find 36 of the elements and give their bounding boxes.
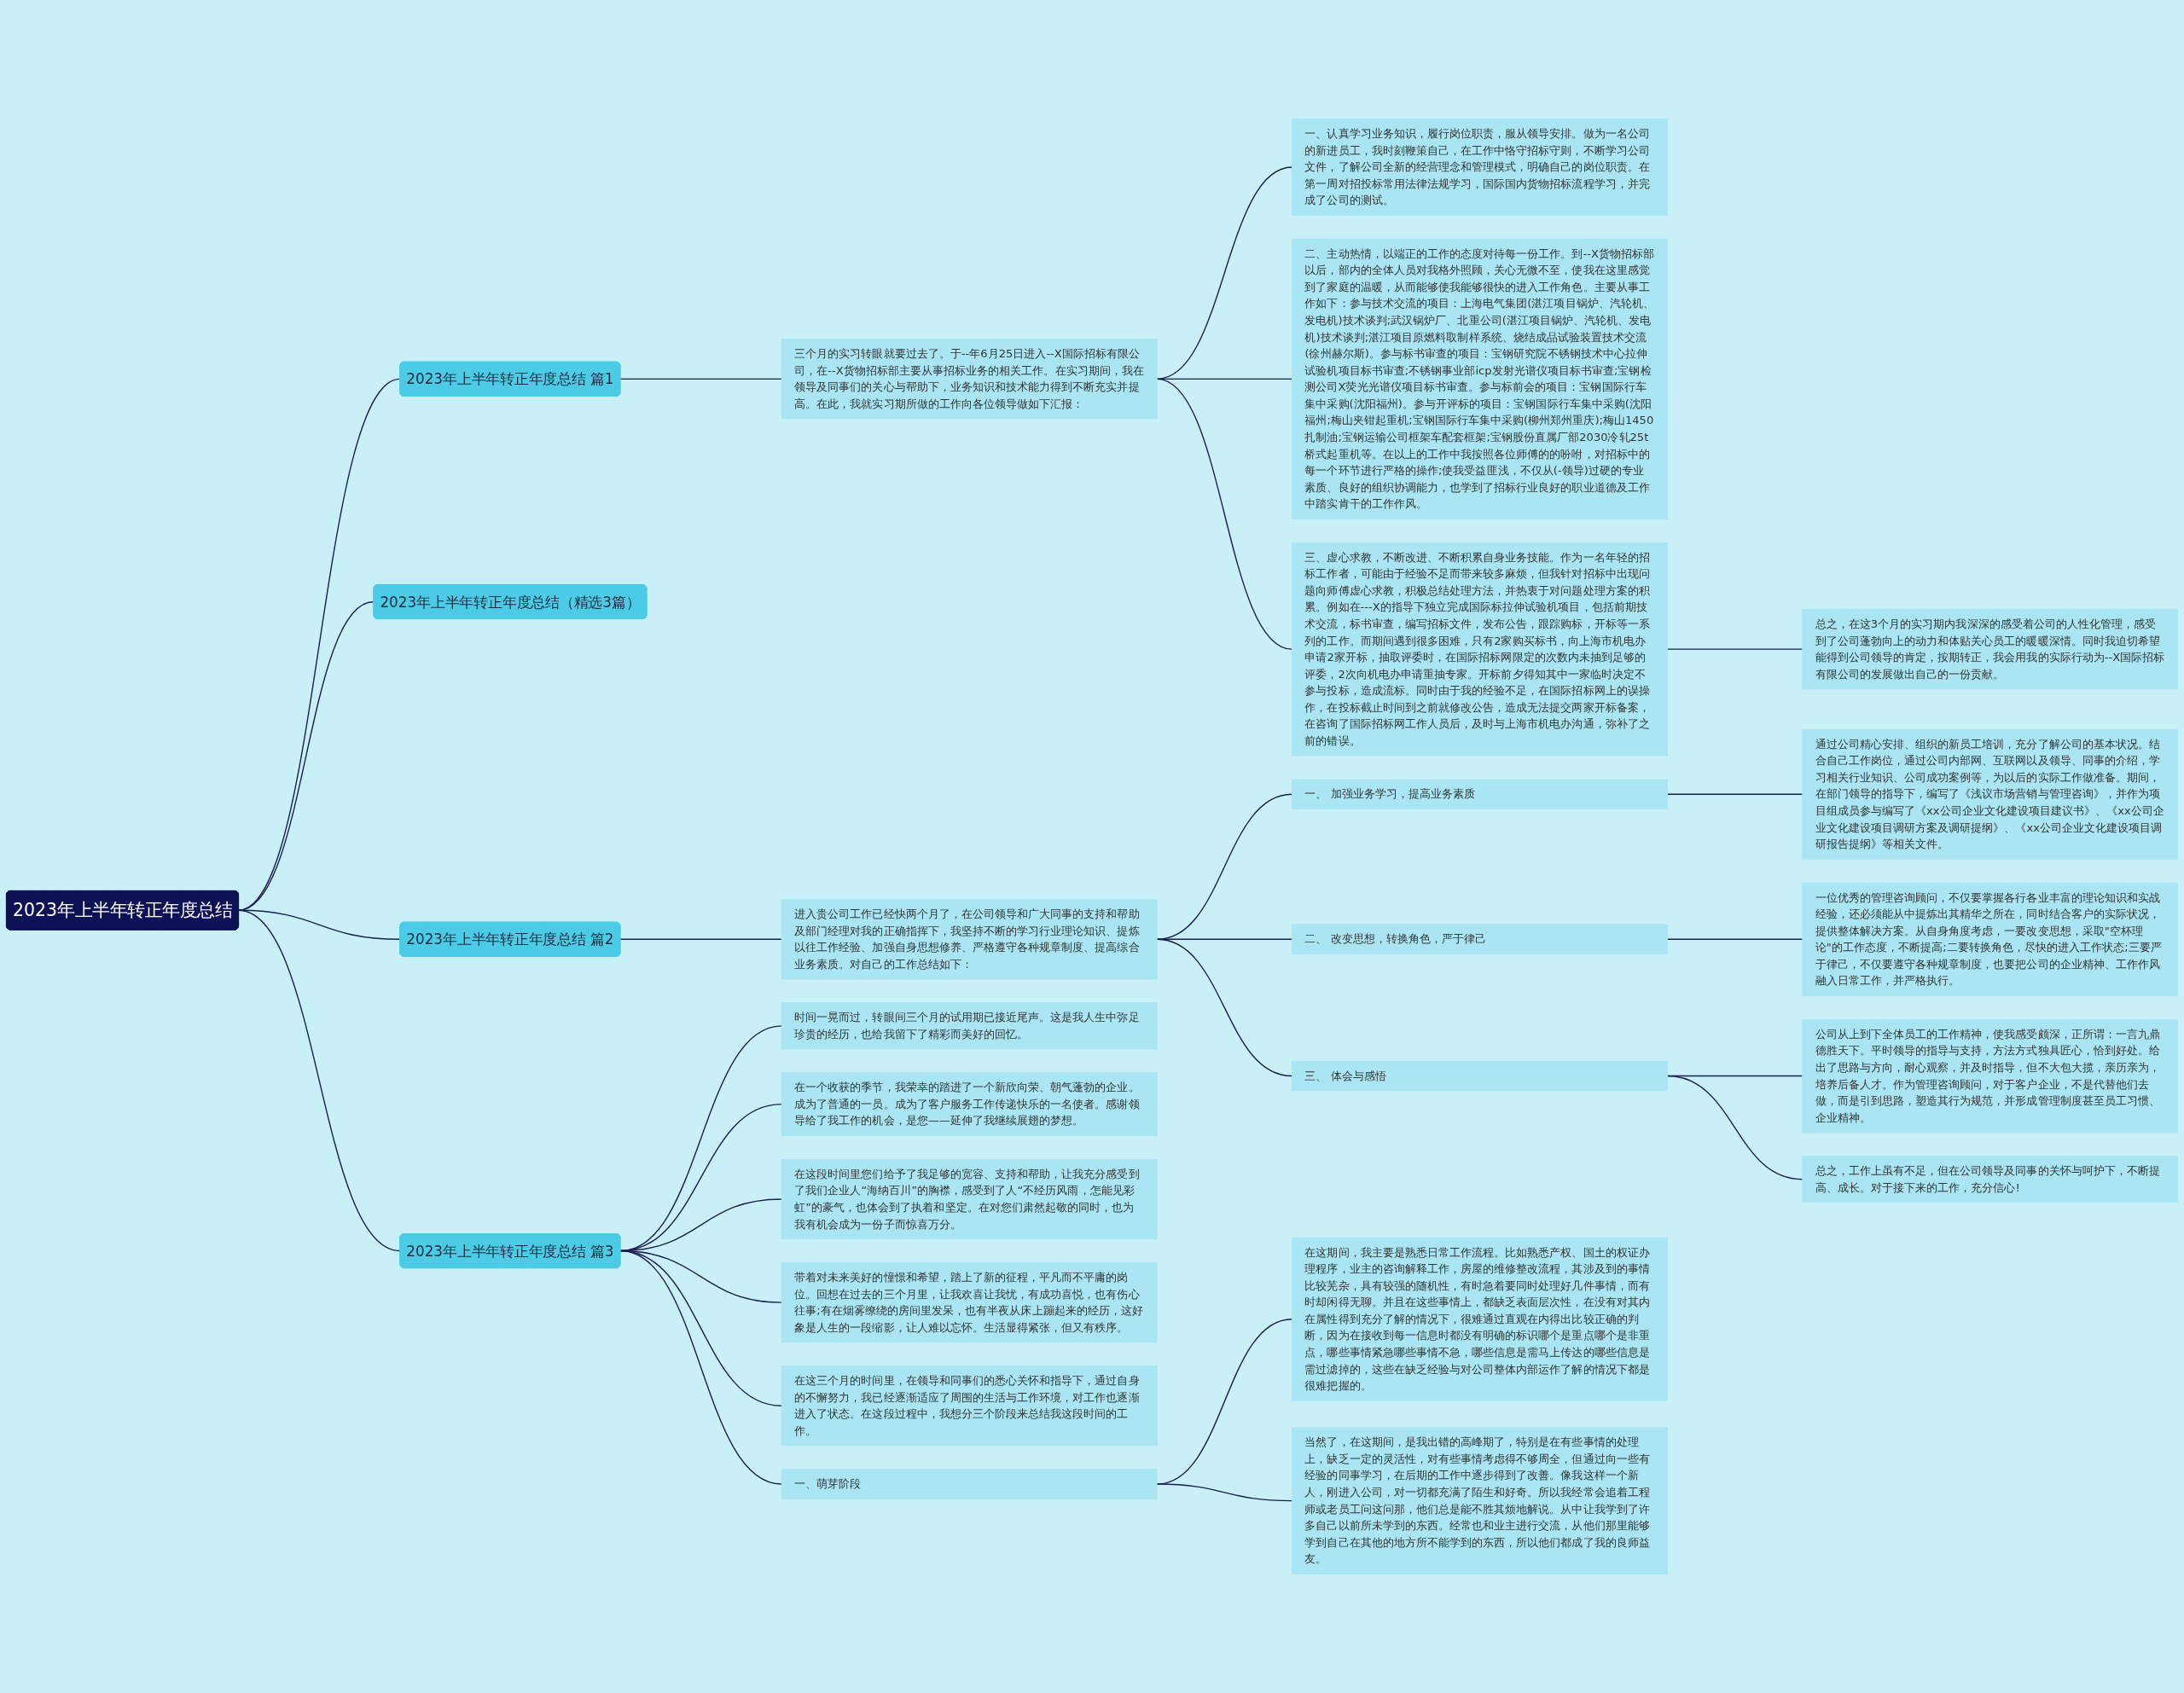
connector: [619, 1249, 782, 1485]
node-box: 一、萌芽阶段: [781, 1469, 1158, 1499]
connector: [1156, 166, 1293, 380]
connector: [1156, 1483, 1293, 1502]
node-box: 在一个收获的季节，我荣幸的踏进了一个新欣向荣、朝气蓬勃的企业。成为了普通的一员。成为了客户服务工作传递快乐的一名使者。感谢领导给了我工作的机会，是您——延伸了我继续展翅的梦想。: [781, 1072, 1158, 1136]
connector: [619, 938, 782, 940]
node-box: 公司从上到下全体员工的工作精神，使我感受颇深，正所谓：一言九鼎德胜天下。平时领导的指导与支持，方法方式独具匠心，恰到好处。给出了思路与方向，耐心观察，并及时指导，但不大包大揽，亲历亲为，培养后备人才。作为管理咨询顾问，对于客户企业，不是代替他们去做，而是引到思路，塑造其行为规范，并形成管理制度甚至员工习惯、企业精神。: [1802, 1018, 2178, 1133]
node-box: 一位优秀的管理咨询顾问，不仅要掌握各行各业丰富的理论知识和实战经验，还必须能从中提炼出其精华之所在，同时结合客户的实际状况，提供整体解决方案。从自身角度考虑，一要改变思想，采取"空杯理论"的工作态度，不断提高;二要转换角色，尽快的进入工作状态;三要严于律己，不仅要遵守各种规章制度，也要把公司的企业精神、工作作风融入日常工作，并严格执行。: [1802, 882, 2178, 996]
connector: [1666, 648, 1804, 650]
connector: [1156, 793, 1293, 940]
node-box: 一、认真学习业务知识，履行岗位职责，服从领导安排。做为一名公司的新进员工，我时刻鞭策自己，在工作中恪守招标守则，不断学习公司文件，了解公司全新的经营理念和管理模式，明确自己的岗位职责。在第一周对招投标常用法律法规学习，国际国内货物招标流程学习，并完成了公司的测试。: [1292, 119, 1668, 216]
node-box: 二、 改变思想，转换角色，严于律己: [1292, 924, 1668, 954]
node-box: 时间一晃而过，转眼间三个月的试用期已接近尾声。这是我人生中弥足珍贵的经历，也给我留下了精彩而美好的回忆。: [781, 1002, 1158, 1050]
connector: [1666, 1075, 1804, 1180]
node-box: 在这段时间里您们给予了我足够的宽容、支持和帮助，让我充分感受到了我们企业人“海纳百川”的胸襟，感受到了人“不经历风雨，怎能见彩虹”的豪气，也体会到了执着和坚定。在对您们肃然起敬的同时，也为我有机会成为一份子而惊喜万分。: [781, 1158, 1158, 1240]
node-box: 总之，工作上虽有不足，但在公司领导及同事的关怀与呵护下，不断提高、成长。对于接下来的工作，充分信心!: [1802, 1156, 2178, 1203]
node-box: 二、主动热情，以端正的工作的态度对待每一份工作。到--X货物招标部以后，部内的全体人员对我格外照顾，关心无微不至，使我在这里感觉到了家庭的温暖，从而能够使我能够很快的进入工作角色。主要从事工作如下：参与技术交流的项目：上海电气集团(湛江项目锅炉、汽轮机、发电机)技术谈判;武汉锅炉厂、北重公司(湛江项目锅炉、汽轮机、发电机)技术谈判;湛江项目原燃料取制样系统、烧结成品试验装置技术交流(徐州赫尔斯)。参与标书审查的项目：宝钢研究院不锈钢技术中心拉伸试验机项目标书审查;不锈钢事业部icp发射光谱仪项目标书审查;宝钢检测公司X荧光光谱仪项目标书审查。参与标前会的项目：宝钢国际行车集中采购(沈阳福州)。参与开评标的项目：宝钢国际行车集中采购(沈阳福州;梅山夹钳起重机;宝钢国际行车集中采购(柳州郑州重庆);梅山1450扎制油;宝钢运输公司框架车配套框架;宝钢股份直属厂部2030冷轧25t桥式起重机等。在以上的工作中我按照各位师傅的的吩咐，对招标中的每一个环节进行严格的操作;使我受益匪浅，不仅从(-领导)过硬的专业素质、良好的组织协调能力，也学到了招标行业良好的职业道德及工作中踏实肯干的工作作风。: [1292, 238, 1668, 519]
node-box: 带着对未来美好的憧憬和希望，踏上了新的征程，平凡而不平庸的岗位。回想在过去的三个月里，让我欢喜让我忧，有成功喜悦，也有伤心往事;有在烟雾缭绕的房间里发呆，也有半夜从床上蹦起来的经历，这好象是人生的一段缩影，让人难以忘怀。生活显得紧张，但又有秩序。: [781, 1262, 1158, 1343]
node-box: 在这期间，我主要是熟悉日常工作流程。比如熟悉产权、国土的权证办理程序，业主的咨询解释工作，房屋的维修整改流程，其涉及到的事情比较芜杂，具有较强的随机性，有时急着要同时处理好几件事情，而有时却闲得无聊。并且在这些事情上，都缺乏表面层次性，在没有对其内在属性得到充分了解的情况下，很难通过直观在内得出比较正确的判断，因为在接收到每一信息时都没有明确的标识哪个是重点哪个是非重点，哪些事情紧急哪些事情不急，哪些信息是需马上传达的哪些信息是需过滤掉的，这些在缺乏经验与对公司整体内部运作了解的情况下都是很难把握的。: [1292, 1237, 1668, 1401]
node-box: 三、 体会与感悟: [1292, 1060, 1668, 1092]
node-box: 在这三个月的时间里，在领导和同事们的悉心关怀和指导下，通过自身的不懈努力，我已经逐渐适应了周围的生活与工作环境，对工作也逐渐进入了状态。在这段过程中，我想分三个阶段来总结我这段时间的工作。: [781, 1365, 1158, 1447]
connector: [237, 909, 401, 1252]
connector: [237, 378, 401, 911]
node-box: 总之，在这3个月的实习期内我深深的感受着公司的人性化管理，感受到了公司蓬勃向上的动力和体贴关心员工的暖暖深情。同时我迫切希望能得到公司领导的肯定，按期转正，我会用我的实际行动为--X国际招标有限公司的发展做出自己的一份贡献。: [1802, 609, 2178, 690]
connector: [1156, 378, 1293, 650]
connector: [237, 600, 375, 911]
connector: [1156, 938, 1293, 1077]
connector: [1666, 938, 1804, 940]
node-box: 通过公司精心安排、组织的新员工培训，充分了解公司的基本状况。结合自己工作岗位，通过公司内部网、互联网以及领导、同事的介绍，学习相关行业知识、公司成功案例等，为以后的实际工作做准备。期间，在部门领导的指导下，编写了《浅议市场营销与管理咨询》，并作为项目组成员参与编写了《xx公司企业文化建设项目建议书》、《xx公司企业文化建设项目调研方案及调研提纲》、《xx公司企业文化建设项目调研报告提纲》等相关文件。: [1802, 728, 2178, 860]
node-box: 一、 加强业务学习，提高业务素质: [1292, 779, 1668, 809]
node-box: 三、虚心求教，不断改进、不断积累自身业务技能。作为一名年轻的招标工作者，可能由于经验不足而带来较多麻烦，但我针对招标中出现问题向师傅虚心求教，积极总结处理方法，并热衷于对问题处理方案的积累。例如在---X的指导下独立完成国际标拉伸试验机项目，包括前期技术交流，标书审查，编写招标文件，发布公告，跟踪购标，开标等一系列的工作。而期间遇到很多困难，只有2家购买标书，向上海市机电办申请2家开标，抽取评委时，在国际招标网限定的次数内未抽到足够的评委，2次向机电办申请重抽专家。开标前夕得知其中一家临时决定不参与投标，造成流标。同时由于我的经验不足，在国际招标网上的误操作，在投标截止时间到之前就修改公告，造成无法提交两家开标备案，在咨询了国际招标网工作人员后，及时与上海市机电办沟通，弥补了之前的错误。: [1292, 542, 1668, 757]
node-box: 三个月的实习转眼就要过去了。于--年6月25日进入--X国际招标有限公司，在--X货物招标部主要从事招标业务的相关工作。在实习期间，我在领导及同事们的关心与帮助下，业务知识和技术能力得到不断充实并提高。在此，我就实习期所做的工作向各位领导做如下汇报：: [781, 339, 1158, 420]
node-box: 当然了，在这期间，是我出错的高峰期了，特别是在有些事情的处理上，缺乏一定的灵活性，对有些事情考虑得不够周全，但通过向一些有经验的同事学习，在后期的工作中逐步得到了改善。像我这样一个新人，刚进入公司，对一切都充满了陌生和好奇。所以我经常会追着工程师或老员工问这问那，他们总是能不胜其烦地解说。从中让我学到了许多自己以前所未学到的东西。经常也和业主进行交流，从他们那里能够学到自己在其他的地方所不能学到的东西，所以他们都成了我的良师益友。: [1292, 1427, 1668, 1574]
connector: [619, 378, 782, 380]
node-box: 进入贵公司工作已经快两个月了，在公司领导和广大同事的支持和帮助及部门经理对我的正确指挥下，我坚持不断的学习行业理论知识、提炼以往工作经验、加强自身思想修养、严格遵守各种规章制度、提高综合业务素质。对自己的工作总结如下：: [781, 899, 1158, 980]
connector: [1666, 793, 1804, 795]
